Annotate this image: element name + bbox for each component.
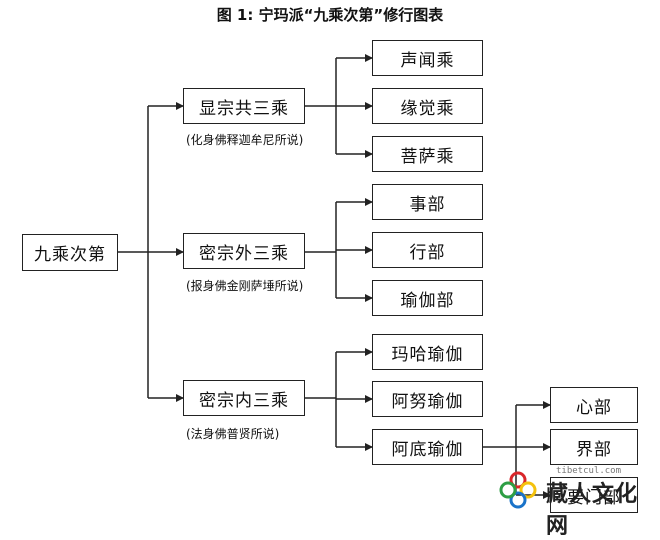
note-inner-tantra: (法身佛普贤所说) [186, 427, 280, 441]
node-kriya-tantra: 事部 [372, 184, 483, 220]
node-mind-section: 心部 [550, 387, 638, 423]
node-bodhisattvayana: 菩萨乘 [372, 136, 483, 172]
node-space-section: 界部 [550, 429, 638, 465]
node-outer-tantra-three-vehicles: 密宗外三乘 [183, 233, 305, 269]
watermark-logo-icon [499, 471, 537, 509]
node-yoga-tantra: 瑜伽部 [372, 280, 483, 316]
node-instruction-section: 要门部 [550, 477, 638, 513]
node-pratyekabuddhayana: 缘觉乘 [372, 88, 483, 124]
note-outer-tantra: (报身佛金刚萨埵所说) [186, 279, 304, 293]
node-exoteric-three-vehicles: 显宗共三乘 [183, 88, 305, 124]
node-charya-tantra: 行部 [372, 232, 483, 268]
node-shravakayana: 声闻乘 [372, 40, 483, 76]
diagram-title: 图 1: 宁玛派“九乘次第”修行图表 [216, 6, 444, 24]
root-node: 九乘次第 [22, 234, 118, 271]
node-anuyoga: 阿努瑜伽 [372, 381, 483, 417]
watermark-url: tibetcul.com [556, 466, 622, 476]
node-inner-tantra-three-vehicles: 密宗内三乘 [183, 380, 305, 416]
node-atiyoga: 阿底瑜伽 [372, 429, 483, 465]
connector-lines [118, 54, 551, 499]
watermark-text: 藏人文化网 [546, 481, 639, 539]
note-exoteric: (化身佛释迦牟尼所说) [186, 133, 304, 147]
node-mahayoga: 玛哈瑜伽 [372, 334, 483, 370]
